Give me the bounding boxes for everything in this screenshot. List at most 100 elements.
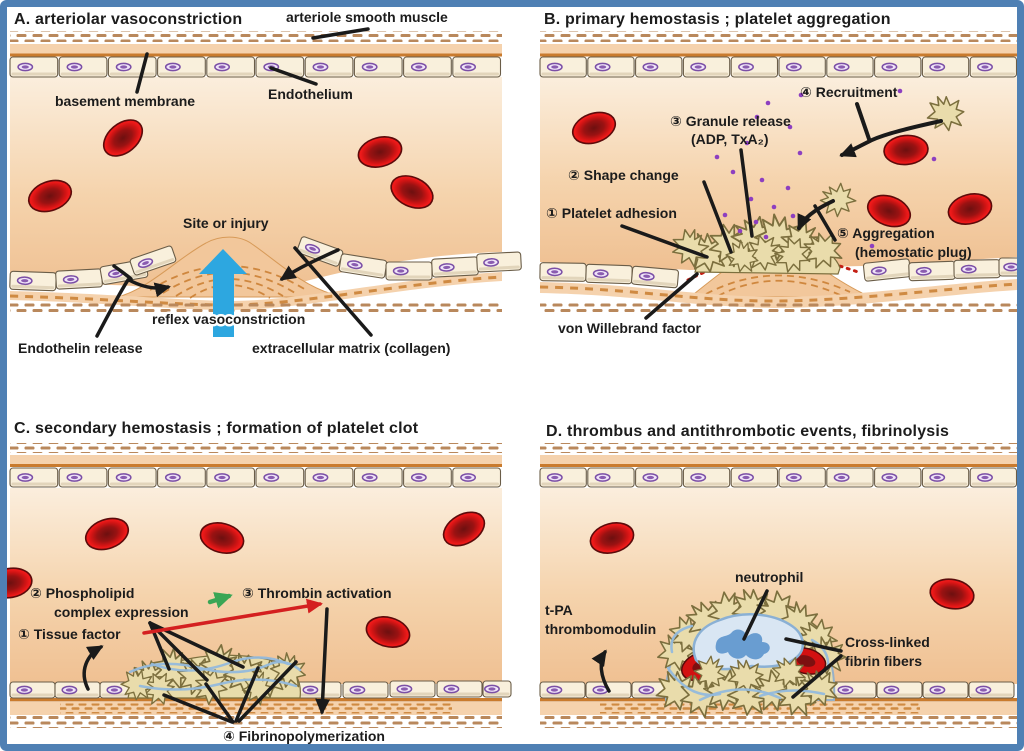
red-blood-cells	[27, 119, 434, 213]
red-blood-cell	[357, 136, 403, 168]
label-fibrinopolymerization: ④ Fibrinopolymerization	[223, 728, 385, 744]
endothelial-cell	[876, 681, 923, 699]
panel-a-title: A. arteriolar vasoconstriction	[14, 11, 242, 28]
vessel-wall-band	[10, 44, 502, 54]
label-thrombomodulin: thrombomodulin	[545, 621, 656, 637]
endothelial-cell	[969, 56, 1018, 78]
red-blood-cells	[571, 111, 993, 228]
vessel-wall-line	[10, 53, 502, 57]
collagen-dashes	[9, 275, 503, 307]
red-blood-cell	[102, 119, 144, 157]
endothelial-cell	[338, 253, 388, 279]
label-thrombin-activation: ③ Thrombin activation	[242, 585, 392, 601]
endothelial-cell	[826, 56, 874, 78]
endothelium-row-bottom	[9, 680, 512, 699]
endothelial-cell	[539, 681, 586, 699]
red-blood-cell	[571, 111, 617, 145]
endothelial-cell	[9, 270, 57, 292]
endothelial-cell	[304, 56, 354, 78]
endothelial-cell	[826, 467, 874, 488]
endothelial-cell	[969, 467, 1018, 488]
label-arteriole-smooth-muscle: arteriole smooth muscle	[286, 9, 448, 25]
granule-dot	[797, 150, 803, 156]
label-aggregation: ⑤ Aggregation	[837, 225, 935, 241]
red-blood-cell	[365, 616, 411, 648]
endothelial-cell	[403, 56, 452, 78]
smooth-muscle-band-bottom	[10, 716, 502, 728]
endothelium-row-bottom	[9, 236, 522, 292]
label-phospholipid-2: complex expression	[54, 604, 189, 620]
endothelial-cell	[107, 467, 157, 488]
granule-dot	[869, 243, 875, 249]
endothelial-cell	[403, 467, 452, 488]
granule-dot	[753, 219, 759, 225]
granule-dot	[722, 212, 728, 218]
label-phospholipid: ② Phospholipid	[30, 585, 134, 601]
endothelial-cell	[730, 467, 779, 488]
smooth-muscle-band-bottom	[10, 302, 502, 313]
collagen-dashes	[60, 703, 452, 714]
smooth-muscle-band-bottom	[540, 303, 1018, 314]
granule-dot	[744, 140, 750, 146]
granule-dot	[787, 124, 793, 130]
panel-d-title: D. thrombus and antithrombotic events, f…	[546, 423, 949, 440]
label-extracellular-matrix: extracellular matrix (collagen)	[252, 340, 450, 356]
endothelial-cell	[206, 56, 256, 78]
endothelial-cell	[353, 467, 403, 488]
endothelium-row-top	[9, 56, 502, 78]
label-tpa: t-PA	[545, 602, 573, 618]
endothelial-cell	[539, 262, 587, 282]
smooth-muscle-band	[10, 443, 502, 453]
label-fibrin-fibers: fibrin fibers	[845, 653, 922, 669]
endothelial-cell	[206, 467, 256, 488]
endothelium-row-top	[539, 467, 1018, 488]
vessel-wall-band	[540, 455, 1018, 464]
smooth-muscle-band	[10, 31, 502, 42]
endothelial-cell	[389, 680, 436, 698]
endothelium-row-top	[9, 467, 502, 488]
granule-dot	[765, 100, 771, 106]
granule-dot	[763, 234, 769, 240]
endothelial-cell	[9, 56, 59, 78]
endothelial-cell	[908, 260, 956, 282]
endothelial-cell	[922, 681, 969, 699]
panel-b-title: B. primary hemostasis ; platelet aggrega…	[544, 11, 891, 28]
endothelial-cell	[635, 467, 683, 488]
granule-dot	[714, 154, 720, 160]
endothelial-cell	[635, 56, 683, 78]
red-blood-cell	[0, 567, 33, 599]
vessel-wall-band	[10, 455, 502, 464]
granule-dot	[798, 92, 804, 98]
endothelial-cell	[431, 256, 479, 278]
endothelial-cell	[353, 56, 403, 78]
endothelial-cell	[953, 259, 1001, 279]
endothelial-cell	[54, 681, 101, 699]
endothelial-cell	[778, 467, 826, 488]
granule-dot	[737, 228, 743, 234]
bottom-wall-line	[10, 698, 502, 702]
endothelial-cell	[107, 56, 157, 78]
granule-dot	[754, 114, 760, 120]
label-granule-release: ③ Granule release	[670, 113, 791, 129]
endothelial-cell	[482, 680, 512, 698]
endothelial-cell	[874, 56, 922, 78]
endothelial-cell	[730, 56, 779, 78]
granule-dot	[785, 185, 791, 191]
endothelial-cell	[342, 681, 389, 699]
granule-dot	[730, 169, 736, 175]
endothelium-row-bottom	[539, 257, 1024, 289]
endothelial-cell	[587, 467, 635, 488]
endothelial-cell	[58, 56, 108, 78]
label-recruitment: ④ Recruitment	[800, 84, 898, 100]
endothelial-cell	[129, 245, 177, 276]
endothelial-cell	[58, 467, 108, 488]
label-aggregation-sub: (hemostatic plug)	[855, 244, 972, 260]
vessel-wall-band	[540, 44, 1018, 54]
endothelial-cell	[585, 263, 633, 285]
endothelial-cell	[682, 56, 731, 78]
vessel-wall-line	[540, 464, 1018, 467]
granule-dot	[931, 156, 937, 162]
endothelial-cell	[862, 258, 912, 282]
platelet-plug	[685, 208, 847, 279]
